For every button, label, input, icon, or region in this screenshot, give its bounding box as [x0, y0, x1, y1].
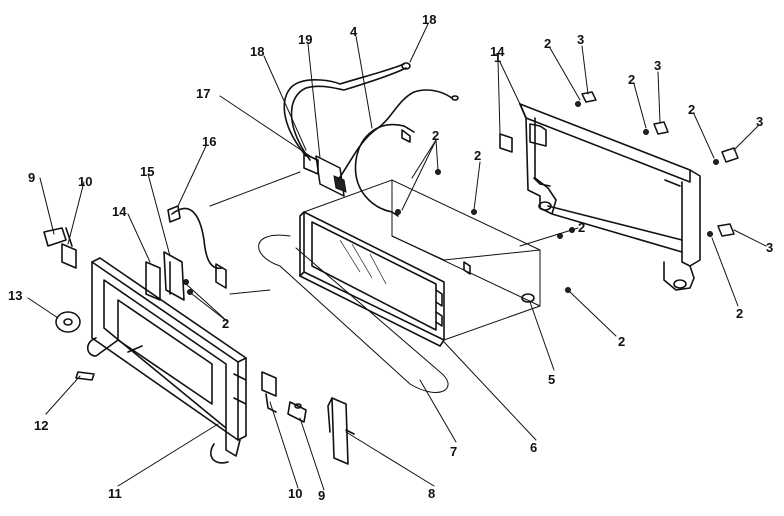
rear-frame-part-1 — [519, 103, 701, 291]
callout-9: 9 — [318, 488, 325, 503]
callout-17: 17 — [196, 86, 210, 101]
callout-3: 3 — [654, 58, 661, 73]
wire-part-16 — [167, 171, 301, 295]
clip-part-10-lower — [261, 371, 277, 413]
callout-2: 2 — [618, 334, 625, 349]
callout-14: 14 — [490, 44, 505, 59]
bracket-part-15 — [163, 251, 185, 301]
callout-2: 2 — [474, 148, 481, 163]
callout-16: 16 — [202, 134, 216, 149]
callout-2: 2 — [736, 306, 743, 321]
callout-18: 18 — [422, 12, 436, 27]
front-frame-part-11 — [86, 257, 247, 464]
clip-part-10-upper — [61, 227, 77, 269]
clip-part-3-c — [721, 147, 739, 163]
latch-part-8 — [327, 397, 355, 465]
callout-8: 8 — [428, 486, 435, 501]
bracket-part-14-right — [499, 133, 513, 153]
callout-2: 2 — [688, 102, 695, 117]
wiring-part-4 — [354, 123, 415, 217]
callout-labels: 1 2 3 2 3 2 3 3 2 2 2 2 2 2 4 5 6 7 8 9 … — [8, 12, 773, 503]
callout-9: 9 — [28, 170, 35, 185]
gasket-part-7 — [258, 234, 449, 393]
callout-3: 3 — [766, 240, 773, 255]
clip-part-9-upper — [43, 227, 67, 247]
callout-6: 6 — [530, 440, 537, 455]
callout-12: 12 — [34, 418, 48, 433]
clip-part-3-d — [717, 223, 735, 237]
leader-lines — [27, 23, 767, 491]
callout-13: 13 — [8, 288, 22, 303]
callout-4: 4 — [350, 24, 358, 39]
callout-14: 14 — [112, 204, 127, 219]
callout-18: 18 — [250, 44, 264, 59]
callout-2: 2 — [432, 128, 439, 143]
bracket-part-14-left — [145, 261, 161, 301]
clip-part-3-a — [581, 91, 597, 103]
callout-11: 11 — [108, 486, 122, 501]
callout-2: 2 — [628, 72, 635, 87]
grommet-part-13 — [55, 311, 81, 333]
box-frame-part-5 — [303, 179, 541, 341]
callout-2: 2 — [578, 220, 585, 235]
callout-10: 10 — [78, 174, 92, 189]
callout-3: 3 — [756, 114, 763, 129]
shim-part-12 — [75, 371, 95, 381]
callout-10: 10 — [288, 486, 302, 501]
callout-19: 19 — [298, 32, 312, 47]
callout-2: 2 — [222, 316, 229, 331]
callout-3: 3 — [577, 32, 584, 47]
callout-7: 7 — [450, 444, 457, 459]
clip-part-9-lower — [287, 401, 307, 423]
clip-part-3-b — [653, 121, 669, 135]
screws-part-2 — [183, 101, 719, 295]
callout-15: 15 — [140, 164, 154, 179]
glass-panel-part-6 — [299, 211, 445, 347]
callout-5: 5 — [548, 372, 555, 387]
switch-part-19 — [303, 153, 347, 197]
callout-2: 2 — [544, 36, 551, 51]
callout-1: 1 — [494, 50, 501, 65]
